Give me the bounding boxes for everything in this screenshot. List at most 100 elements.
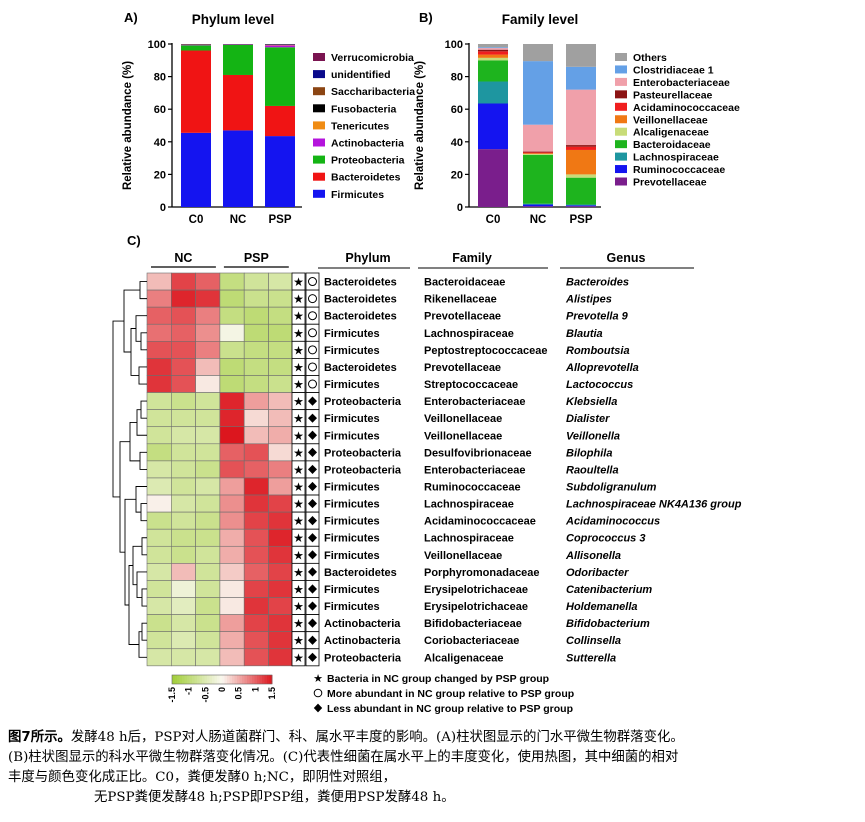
colorbar-segment (224, 675, 228, 684)
heatmap-cell (219, 477, 245, 496)
heatmap-cell (195, 460, 221, 479)
colorbar-segment (259, 675, 263, 684)
less-abundant-marker (308, 430, 317, 440)
changed-star-marker: ★ (293, 412, 304, 426)
colorbar-segment (262, 675, 265, 684)
heatmap-cell (195, 409, 221, 428)
heatmap-cell (219, 563, 245, 581)
column-header-family: Family (452, 251, 492, 265)
colorbar-segment (257, 675, 260, 684)
row-phylum-label: Bacteroidetes (324, 362, 397, 374)
heatmap-cell (171, 580, 196, 598)
colorbar-frame (171, 674, 273, 685)
colorbar-segment (187, 675, 190, 684)
colorbar-segment (172, 675, 175, 684)
changed-star-marker: ★ (293, 343, 304, 357)
less-abundant-marker (308, 447, 317, 457)
heatmap-cell (268, 426, 294, 445)
heatmap-cell (268, 460, 294, 479)
colorbar-segment (232, 675, 235, 684)
column-header-phylum: Phylum (345, 251, 390, 265)
dendrogram-branch (141, 588, 147, 607)
colorbar-segment (264, 675, 268, 684)
row-genus-label: Blautia (566, 328, 603, 340)
heatmap-cell (195, 580, 221, 598)
heatmap-cell (146, 597, 172, 615)
legend-swatch-alcaligenaceae (615, 127, 627, 136)
more-abundant-marker (308, 345, 317, 355)
colorbar-segment (219, 675, 223, 684)
bar-segment-nc-bacteroidetes (223, 74, 253, 131)
heatmap-cell (146, 631, 172, 650)
dendrogram-branch (139, 451, 147, 470)
less-abundant-marker (308, 396, 317, 406)
changed-star-marker: ★ (293, 565, 304, 579)
heatmap-cell (243, 341, 269, 359)
heatmap-cell (268, 443, 294, 462)
heatmap-cell (219, 306, 245, 325)
heatmap-cell (219, 323, 245, 342)
bar-segment-c0-clostridiaceae-1 (478, 47, 508, 49)
dendrogram-branch (138, 631, 147, 658)
heatmap-cell (195, 648, 221, 667)
row-family-label: Bifidobacteriaceae (424, 618, 522, 630)
more-abundant-marker (308, 311, 317, 321)
dendrogram-branch (129, 422, 140, 462)
heatmap-cell (219, 460, 245, 479)
legend-swatch-fusobacteria (313, 104, 325, 113)
legend-swatch-lachnospiraceae (615, 152, 627, 161)
legend-label: Alcaligenaceae (633, 127, 709, 139)
heatmap-cell (195, 272, 221, 291)
colorbar-tick-label: -1.5 (167, 687, 177, 703)
row-phylum-label: Firmicutes (324, 379, 380, 391)
row-phylum-label: Proteobacteria (324, 464, 402, 476)
colorbar-segment (214, 675, 218, 684)
heatmap-cell (171, 494, 196, 513)
bar-segment-c0-bacteroidetes (181, 50, 211, 133)
heatmap-cell (243, 409, 269, 428)
bar-segment-nc-ruminococcaceae (523, 204, 553, 207)
row-phylum-label: Firmicutes (324, 430, 380, 442)
bar-segment-nc-pasteurellaceae (523, 151, 553, 153)
heatmap-cell (219, 511, 245, 530)
y-tick-label: 100 (148, 39, 166, 51)
row-genus-label: Bacteroides (566, 277, 629, 289)
heatmap-cell (171, 460, 196, 479)
row-genus-label: Catenibacterium (566, 584, 652, 596)
legend-circle-icon (313, 688, 323, 698)
heatmap-cell (268, 563, 294, 581)
less-abundant-marker (308, 618, 317, 628)
colorbar-segment (222, 675, 225, 684)
bar-segment-psp-alcaligenaceae (566, 174, 596, 178)
legend-label: Bacteroidetes (331, 172, 401, 184)
figure-caption: 图7所示。发酵48 h后，PSP对人肠道菌群门、科、属水平丰度的影响。(A)柱状… (8, 728, 858, 808)
row-genus-label: Dialister (566, 413, 610, 425)
bar-segment-c0-proteobacteria (181, 45, 211, 51)
heatmap-cell (146, 323, 172, 342)
colorbar-segment (174, 675, 178, 684)
heatmap-cell (146, 580, 172, 598)
less-abundant-marker (308, 567, 317, 577)
less-abundant-marker (308, 481, 317, 492)
legend-label: Actinobacteria (331, 138, 404, 150)
colorbar-segment (242, 675, 245, 684)
heatmap-cell (243, 426, 269, 445)
colorbar-segment (269, 675, 273, 684)
colorbar-segment (227, 675, 230, 684)
less-abundant-marker (308, 516, 317, 526)
heatmap-cell (219, 272, 245, 291)
heatmap-cell (243, 443, 269, 462)
bar-segment-c0-acidaminococcaceae (478, 51, 508, 55)
row-genus-label: Bifidobacterium (566, 618, 650, 630)
bar-segment-psp-bacteroidaceae (566, 177, 596, 205)
x-tick-label: NC (230, 214, 247, 226)
heatmap-cell (195, 545, 221, 564)
row-family-label: Coriobacteriaceae (424, 635, 519, 647)
legend-text: Bacteria in NC group changed by PSP grou… (327, 673, 549, 685)
legend-swatch-saccharibacteria (313, 87, 325, 96)
colorbar-segment (247, 675, 250, 684)
row-phylum-label: Firmicutes (324, 550, 380, 562)
y-axis-label: Relative abundance (%) (122, 61, 134, 190)
